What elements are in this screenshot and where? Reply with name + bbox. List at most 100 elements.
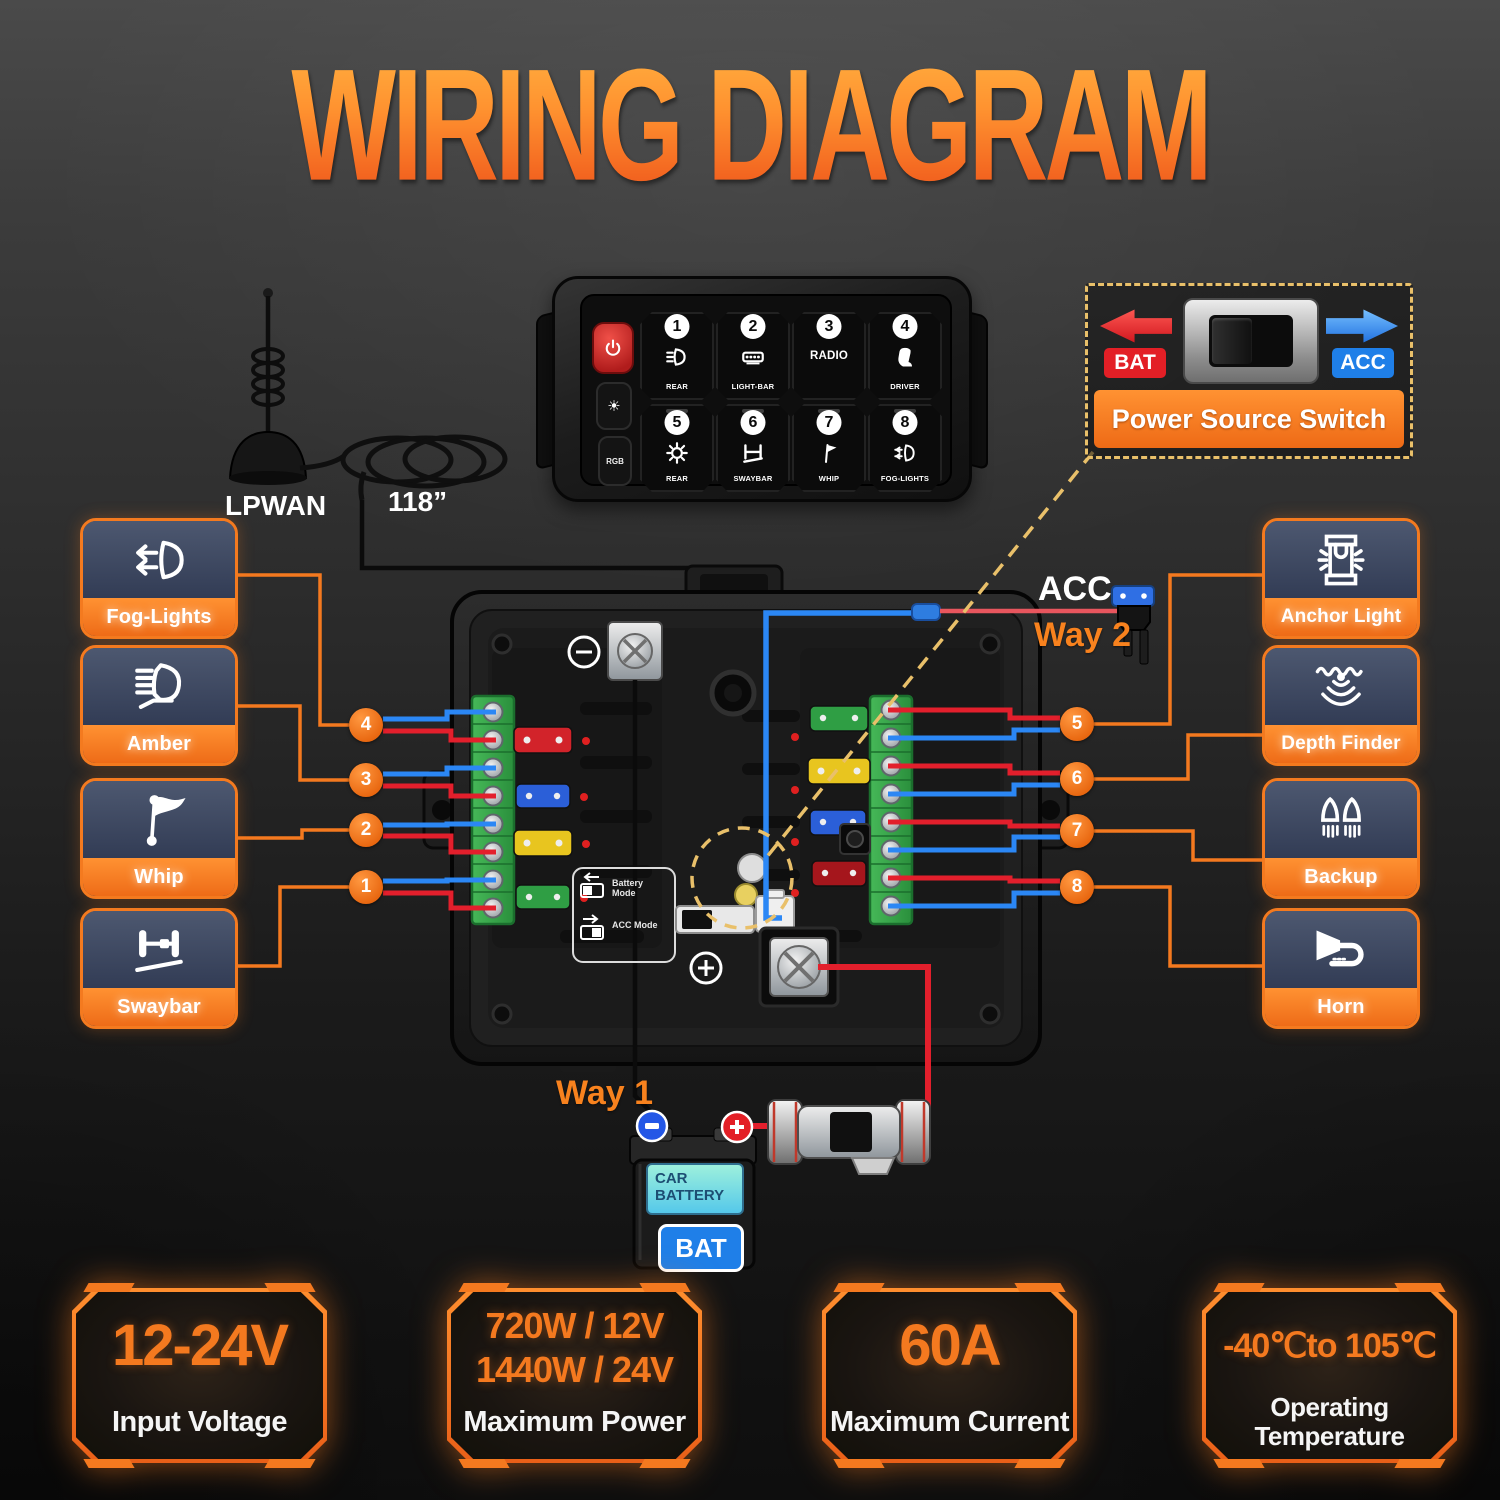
button-number: 3 <box>816 314 842 339</box>
bat-badge-battery: BAT <box>658 1224 744 1272</box>
channel-card-anchor-light: Anchor Light <box>1262 518 1420 639</box>
acc-badge: ACC <box>1332 348 1394 378</box>
bat-direction-arrow-icon <box>1100 309 1172 343</box>
acc-direction-arrow-icon <box>1326 309 1398 343</box>
left-channel-wires <box>383 709 496 911</box>
box-to-battery-negative-wire <box>632 680 653 1114</box>
panel-button-1-rear: 1 REAR <box>640 312 714 400</box>
channel-card-fog-lights: Fog-Lights <box>80 518 238 639</box>
positive-wire <box>818 964 931 1120</box>
bat-badge: BAT <box>1104 348 1166 378</box>
panel-button-7-whip: 7 WHIP <box>792 404 866 492</box>
swaybar-mini-icon <box>718 436 788 470</box>
inset-title: Power Source Switch <box>1094 390 1404 448</box>
cable-length-label: 118” <box>388 486 448 517</box>
channel-label: Anchor Light <box>1265 598 1417 636</box>
whip-mini-icon <box>794 436 864 470</box>
brightness-icon: ☀ <box>607 398 621 415</box>
spec-value: 12-24V <box>111 1313 289 1378</box>
channel-label: Whip <box>83 858 235 896</box>
spec-inner <box>451 1292 698 1459</box>
channel-circle-7: 7 <box>1060 814 1094 848</box>
panel-button-6-swaybar: 6 SWAYBAR <box>716 404 790 492</box>
panel-button-3-radio: 3 RADIO <box>792 312 866 400</box>
car-battery-label: CAR BATTERY <box>646 1163 744 1215</box>
button-label: RADIO <box>809 350 849 362</box>
battery-label-line2: BATTERY <box>655 1187 725 1204</box>
backup-lights-icon <box>1265 781 1417 858</box>
panel-button-2-lightbar: 2 LIGHT-BAR <box>716 312 790 400</box>
channel-label: Swaybar <box>83 988 235 1026</box>
channel-label: Amber <box>83 725 235 763</box>
channel-label: Backup <box>1265 858 1417 896</box>
mode-switch-callout-line <box>764 450 1095 860</box>
spec-inner <box>826 1292 1073 1459</box>
way2-label: Way 2 <box>1034 616 1132 654</box>
left-fuses <box>513 726 590 910</box>
lpwan-antenna <box>228 288 308 485</box>
rear-light-icon <box>642 340 712 374</box>
plus-symbol-icon <box>689 951 723 985</box>
driver-seat-icon <box>870 340 940 374</box>
left-terminal-block <box>470 694 516 926</box>
channel-circle-1: 1 <box>349 870 383 904</box>
switch-panel: ☀ RGB 1 REAR 2 LIGHT-BAR 3 RADIO 4 <box>536 276 988 502</box>
button-number: 7 <box>816 410 842 435</box>
button-label: DRIVER <box>890 382 920 391</box>
antenna-cable-coil <box>299 434 508 501</box>
button-label: REAR <box>665 382 689 391</box>
channel-connector-lines <box>232 573 1262 968</box>
channel-card-swaybar: Swaybar <box>80 908 238 1029</box>
page-title: WIRING DIAGRAM <box>0 34 1500 214</box>
channel-card-horn: Horn <box>1262 908 1420 1029</box>
spec-value: 60A <box>899 1313 1001 1378</box>
button-number: 6 <box>740 410 766 435</box>
right-channel-wires <box>888 707 1060 909</box>
spec-label: Maximum Current <box>829 1406 1070 1438</box>
channel-circle-3: 3 <box>349 763 383 797</box>
power-source-switch-inset: BAT ACC Power Source Switch <box>1085 283 1413 459</box>
depth-finder-icon <box>1265 648 1417 725</box>
light-bar-icon <box>718 340 788 374</box>
brightness-button: ☀ <box>596 382 632 430</box>
channel-label: Horn <box>1265 988 1417 1026</box>
mode-switch-callout-circle <box>690 826 794 930</box>
rgb-button: RGB <box>598 436 632 486</box>
spec-label: Maximum Power <box>463 1406 686 1438</box>
acc-mode-label: ACC Mode <box>612 920 658 930</box>
button-label: FOG-LIGHTS <box>880 474 930 483</box>
toggle-knob <box>1212 318 1252 364</box>
button-number: 2 <box>740 314 766 339</box>
channel-label: Fog-Lights <box>83 598 235 636</box>
battery-mode-label: Battery Mode <box>612 878 644 898</box>
channel-circle-6: 6 <box>1060 762 1094 796</box>
channel-card-amber: Amber <box>80 645 238 766</box>
button-label: SWAYBAR <box>733 474 773 483</box>
power-icon <box>605 339 621 356</box>
fog-lights-icon <box>83 521 235 598</box>
anchor-light-icon <box>1265 521 1417 598</box>
channel-card-backup: Backup <box>1262 778 1420 899</box>
channel-card-depth-finder: Depth Finder <box>1262 645 1420 766</box>
spec-inner <box>76 1292 323 1459</box>
way1-label: Way 1 <box>556 1074 654 1112</box>
amber-light-icon <box>83 648 235 725</box>
blue-butt-connector <box>911 603 941 621</box>
button-label: WHIP <box>818 474 840 483</box>
inline-fuse-holder <box>767 1099 931 1175</box>
fog-lights-mini-icon <box>870 436 940 470</box>
channel-circle-4: 4 <box>349 708 383 742</box>
horn-icon <box>1265 911 1417 988</box>
panel-button-8-foglights: 8 FOG-LIGHTS <box>868 404 942 492</box>
spec-value: -40℃to 105℃ <box>1223 1327 1437 1365</box>
panel-button-5-rear: 5 REAR <box>640 404 714 492</box>
rock-light-icon <box>642 436 712 470</box>
power-button <box>592 322 634 374</box>
spec-maximum-current: 60A Maximum Current <box>822 1283 1077 1468</box>
